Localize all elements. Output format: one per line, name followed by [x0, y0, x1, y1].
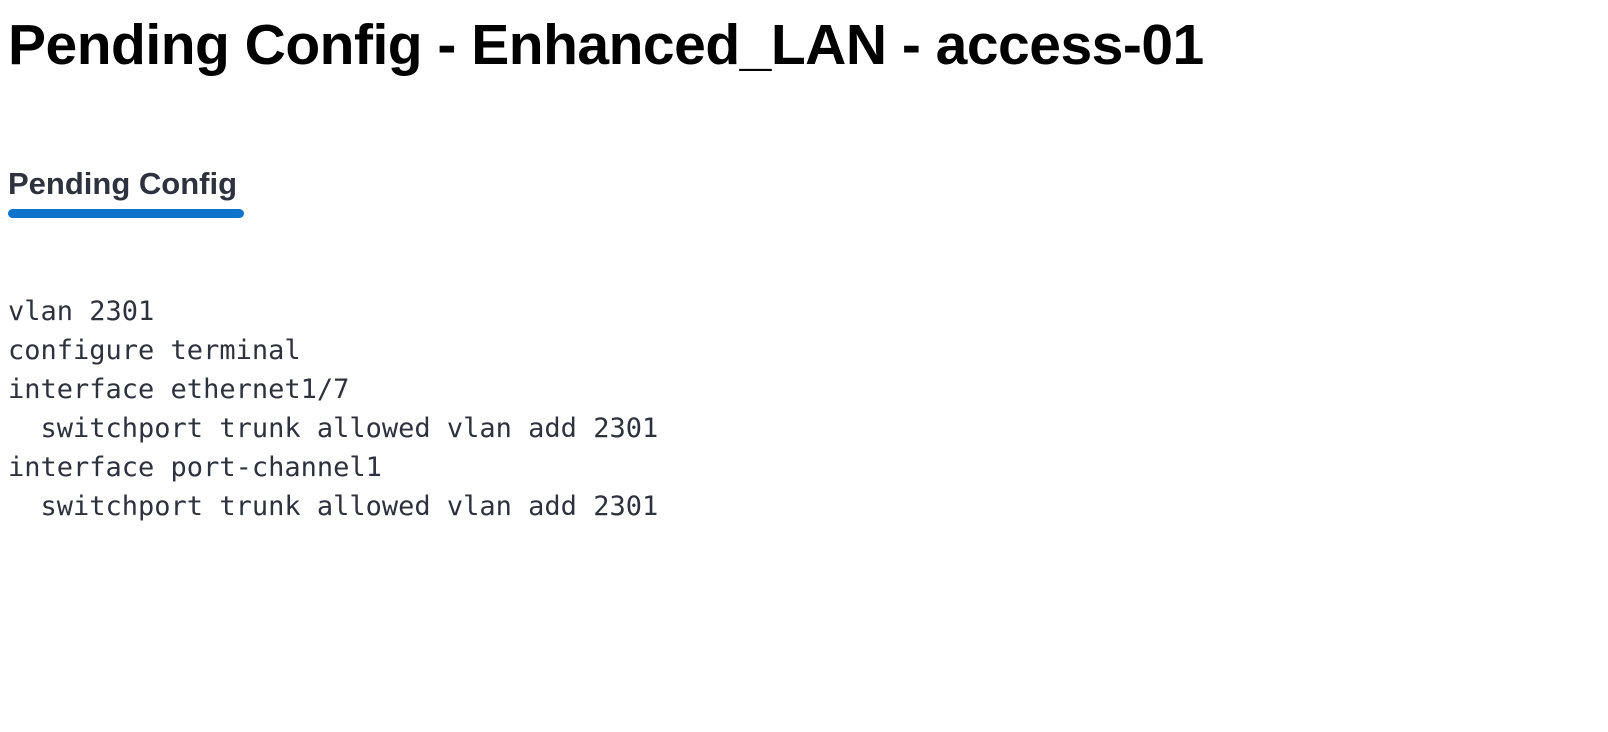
page-title: Pending Config - Enhanced_LAN - access-0…	[8, 13, 1204, 77]
tab-bar: Pending Config	[8, 165, 1608, 218]
tab-pending-config-label: Pending Config	[8, 166, 238, 201]
config-line: switchport trunk allowed vlan add 2301	[8, 413, 659, 444]
config-line: interface port-channel1	[8, 452, 382, 483]
config-line: configure terminal	[8, 335, 301, 366]
config-line: interface ethernet1/7	[8, 374, 350, 405]
config-line: vlan 2301	[8, 296, 155, 327]
tab-pending-config[interactable]: Pending Config	[8, 165, 244, 218]
tab-active-underline	[8, 209, 244, 218]
pending-config-text: vlan 2301 configure terminal interface e…	[8, 292, 1608, 526]
config-line: switchport trunk allowed vlan add 2301	[8, 491, 659, 522]
